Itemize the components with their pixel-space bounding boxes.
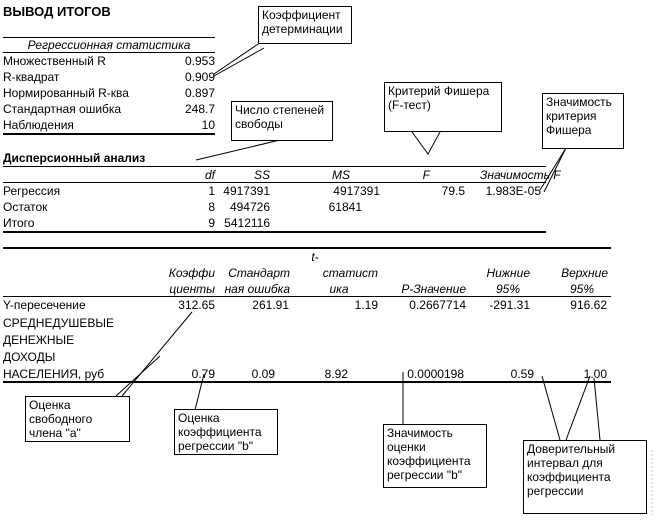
anova-title: Дисперсионный анализ <box>3 151 146 165</box>
stat-label: Стандартная ошибка <box>3 102 122 116</box>
coef-row-label-4: НАСЕЛЕНИЯ, руб <box>3 367 105 381</box>
anova-row-label: Регрессия <box>3 184 61 198</box>
coef-header-coef-2: циенты <box>169 282 215 296</box>
stat-value: 0.953 <box>184 54 215 68</box>
stat-label: Наблюдения <box>3 118 74 132</box>
regression-stats-header: Регрессионная статистика <box>27 38 191 52</box>
coef-cell-coef: 312.65 <box>178 298 215 312</box>
callout-text: Значимость критерия Фишера <box>546 95 612 137</box>
coef-cell-low: 0.59 <box>510 367 534 381</box>
coef-header-se-1: Стандарт <box>228 266 290 280</box>
coef-header-rule <box>3 296 611 297</box>
coef-cell-se: 0.09 <box>251 367 275 381</box>
callout-coefficient-estimate: Оценка коэффициента регрессии "b" <box>174 409 278 455</box>
stat-label: Нормированный R-ква <box>3 86 129 100</box>
coef-cell-low: -291.31 <box>489 298 530 312</box>
stat-value: 248.7 <box>184 102 215 116</box>
anova-header-sig: Значимость F <box>480 168 561 182</box>
stats-header-rule <box>3 52 215 53</box>
anova-cell-df: 8 <box>208 200 215 214</box>
callout-text: Коэффициент детерминации <box>262 8 343 36</box>
anova-cell-df: 1 <box>208 184 215 198</box>
coef-bottom-rule <box>3 381 611 383</box>
callout-fisher-significance: Значимость критерия Фишера <box>542 93 624 149</box>
stat-value: 0.909 <box>184 70 215 84</box>
anova-row-label: Остаток <box>3 200 48 214</box>
coef-row-label-2: ДЕНЕЖНЫЕ <box>3 333 75 347</box>
anova-top-rule <box>3 166 546 167</box>
anova-header-f: F <box>422 168 430 182</box>
anova-cell-ss: 5412116 <box>224 216 270 230</box>
coef-header-up-2: 95% <box>569 282 594 296</box>
anova-bottom-rule <box>3 231 546 233</box>
coef-header-t-2: ика <box>329 282 349 296</box>
callout-confidence-interval: Доверительный интервал для коэффициента … <box>523 440 647 514</box>
stat-label: R-квадрат <box>3 70 60 84</box>
callout-text: Оценка коэффициента регрессии "b" <box>178 411 262 453</box>
anova-header-ss: SS <box>253 168 270 182</box>
coef-cell-t: 1.19 <box>354 298 378 312</box>
coef-header-t-1: статист <box>322 266 378 280</box>
coef-cell-up: 916.62 <box>570 298 607 312</box>
coef-header-t-0: t- <box>311 250 319 264</box>
anova-header-ms: MS <box>332 168 350 182</box>
coef-header-low-2: 95% <box>495 282 520 296</box>
stats-top-rule <box>3 37 215 38</box>
coef-row-label: Y-пересечение <box>3 298 86 312</box>
anova-row-label: Итого <box>3 216 35 230</box>
callout-coefficient-significance: Значимость оценки коэффициента регрессии… <box>383 424 487 488</box>
coef-cell-up: 1.00 <box>583 367 607 381</box>
callout-text: Значимость оценки коэффициента регрессии… <box>387 426 471 482</box>
anova-cell-sig: 1.983E-05 <box>485 184 541 198</box>
anova-cell-ss: 494726 <box>229 200 270 214</box>
anova-header-df: df <box>204 168 215 182</box>
anova-header-rule <box>3 182 546 183</box>
stat-value: 10 <box>201 118 215 132</box>
anova-cell-df: 9 <box>208 216 215 230</box>
callout-degrees-of-freedom: Число степеней свободы <box>231 101 333 141</box>
callout-fisher-test: Критерий Фишера (F-тест) <box>384 82 502 132</box>
coef-header-up-1: Верхние <box>561 266 608 280</box>
report-title: ВЫВОД ИТОГОВ <box>3 4 111 19</box>
callout-intercept-estimate: Оценка свободного члена "а" <box>25 396 130 442</box>
coef-cell-p: 0.2667714 <box>409 298 466 312</box>
callout-text: Число степеней свободы <box>235 103 325 131</box>
anova-cell-ss: 4917391 <box>223 184 270 198</box>
coef-cell-coef: 0.79 <box>191 367 215 381</box>
coef-cell-p: 0.0000198 <box>407 367 464 381</box>
anova-cell-ms: 4917391 <box>333 184 380 198</box>
coef-header-se-2: ная ошибка <box>224 282 290 296</box>
coef-cell-t: 8.92 <box>324 367 348 381</box>
stat-label: Множественный R <box>3 54 106 68</box>
coef-header-low-1: Нижние <box>486 266 530 280</box>
callout-r-squared: Коэффициент детерминации <box>258 6 352 44</box>
coef-row-label-3: ДОХОДЫ <box>3 350 56 364</box>
coef-top-rule <box>3 247 611 249</box>
anova-cell-ms: 61841 <box>328 200 362 214</box>
coef-row-label-1: СРЕДНЕДУШЕВЫЕ <box>3 316 114 330</box>
callout-text: Критерий Фишера (F-тест) <box>388 84 490 112</box>
coef-header-p: P-Значение <box>401 282 466 296</box>
coef-header-coef-1: Коэффи <box>168 266 215 280</box>
callout-text: Оценка свободного члена "а" <box>29 398 93 440</box>
callout-text: Доверительный интервал для коэффициента … <box>527 442 616 498</box>
anova-cell-f: 79.5 <box>441 184 465 198</box>
stats-bottom-rule <box>3 133 215 135</box>
stat-value: 0.897 <box>184 86 215 100</box>
coef-cell-se: 261.91 <box>252 298 289 312</box>
